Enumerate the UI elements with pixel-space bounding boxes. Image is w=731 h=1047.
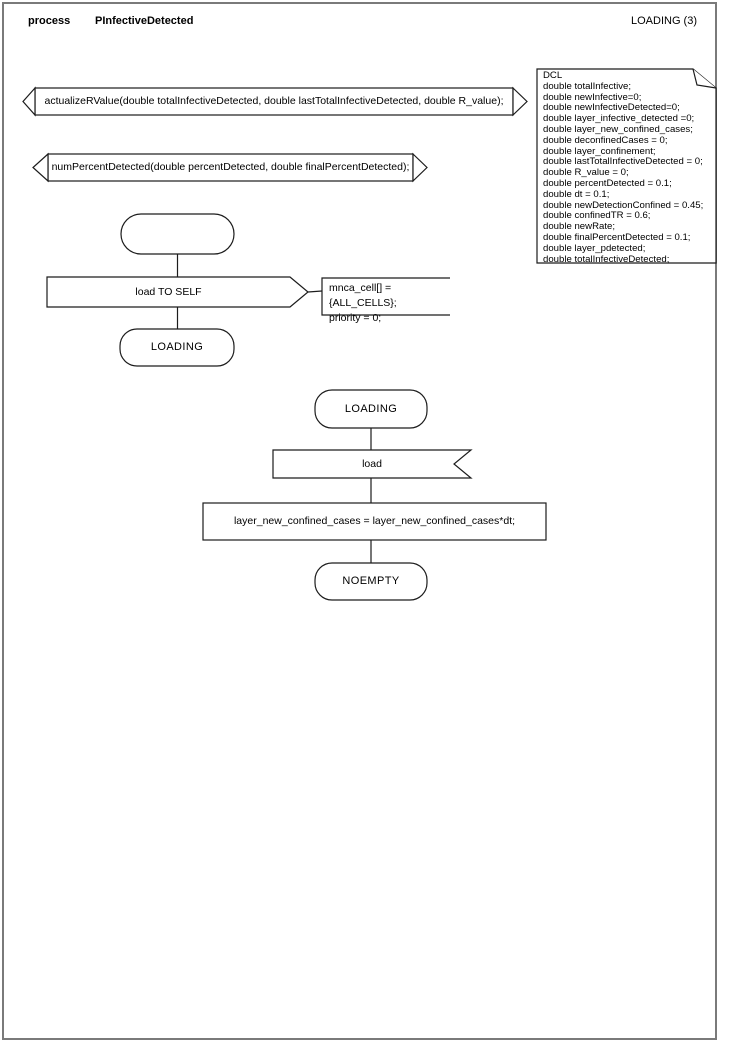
input-symbol-load[interactable] [272, 449, 473, 479]
page-state-indicator: LOADING (3) [630, 15, 697, 27]
right-cap-icon [512, 86, 528, 117]
process-keyword: process [28, 15, 71, 27]
folded-corner-icon [692, 68, 717, 89]
output-symbol-load-to-self[interactable] [46, 276, 309, 308]
connector-output-to-comment [307, 290, 323, 293]
state-symbol-noempty[interactable] [314, 562, 428, 601]
start-state-symbol[interactable] [120, 213, 235, 255]
process-name: PInfectiveDetected [95, 15, 194, 27]
left-cap-icon [22, 86, 36, 117]
task-symbol[interactable] [202, 502, 547, 541]
left-cap-icon [32, 152, 49, 183]
comment-symbol[interactable] [321, 277, 450, 316]
page-border [2, 2, 717, 1040]
state-symbol-loading-init[interactable] [119, 328, 235, 367]
right-cap-icon [412, 152, 428, 183]
procedure-declaration-numPercentDetected[interactable] [32, 152, 428, 183]
procedure-declaration-actualizeRValue[interactable] [22, 86, 528, 117]
state-symbol-loading[interactable] [314, 389, 428, 429]
dcl-text-symbol[interactable] [536, 68, 717, 264]
